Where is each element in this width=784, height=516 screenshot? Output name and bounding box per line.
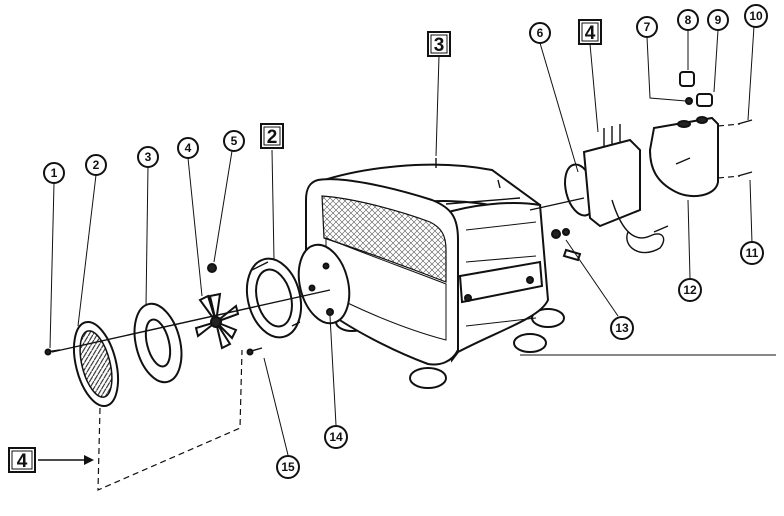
part-13-sleeve: [562, 248, 582, 262]
main-housing: [305, 158, 565, 389]
housing-top-stud: [497, 179, 501, 189]
housing-rib: [465, 255, 537, 263]
callout-10: 10: [744, 4, 768, 28]
assembly-2-fan-housing: [245, 257, 303, 339]
callout-14: 14: [324, 425, 348, 449]
callout-13-label: 13: [615, 321, 629, 335]
callout-2: 2: [85, 154, 107, 176]
power-cord: [611, 199, 665, 254]
housing-foot: [513, 333, 547, 353]
callout-7: 7: [636, 16, 658, 38]
screw-guide-line: [717, 123, 741, 179]
housing-rail: [445, 197, 521, 205]
assembly-4-control-unit: [582, 124, 669, 254]
callout-1-label: 1: [51, 166, 58, 180]
housing-foot: [409, 367, 447, 389]
callout-6-label: 6: [537, 26, 544, 40]
bracket-screw: [464, 294, 472, 302]
callout-11-label: 11: [746, 246, 759, 260]
assembly-box-2: 2: [260, 123, 284, 149]
callout-6: 6: [529, 22, 551, 44]
bracket-screw: [526, 276, 534, 284]
callout-9: 9: [707, 9, 729, 31]
assembly-4-dashed-boundary: [97, 349, 243, 491]
leader-2: [271, 149, 275, 261]
callout-15-label: 15: [281, 460, 295, 474]
callout-3: 3: [137, 146, 159, 168]
part-13-bushing: [562, 228, 570, 236]
callout-5: 5: [223, 130, 245, 152]
callout-4-label: 4: [185, 141, 192, 155]
assembly-box-3: 3: [427, 31, 451, 57]
callout-7-label: 7: [644, 20, 651, 34]
callout-14-label: 14: [329, 430, 343, 444]
shaft-axis-line: [51, 289, 331, 353]
housing-rib: [465, 317, 537, 327]
part-3-gasket-ring: [133, 302, 183, 384]
callout-2-label: 2: [93, 158, 100, 172]
assembly-box-4-left-label: 4: [17, 451, 28, 472]
callout-11: 11: [740, 241, 764, 265]
part-12-end-cover: [648, 116, 719, 198]
assembly-box-2-label: 2: [267, 127, 278, 148]
part-4-fan-blade: [194, 292, 240, 350]
part-8-cap: [679, 71, 695, 87]
callout-8-label: 8: [685, 13, 692, 27]
callout-12-label: 12: [683, 283, 697, 297]
part-7-washer: [685, 97, 693, 105]
callout-13: 13: [610, 316, 634, 340]
part-13-bushing: [551, 229, 561, 239]
callout-3-label: 3: [145, 150, 152, 164]
part-11-screw: [737, 171, 753, 177]
callout-10-label: 10: [749, 9, 763, 23]
assembly-box-3-label: 3: [434, 35, 445, 56]
part-2-grille-cover: [72, 320, 120, 408]
part-5-nut: [207, 263, 217, 273]
assembly-box-4-right-label: 4: [585, 23, 596, 44]
part-9-cap: [696, 93, 713, 107]
assembly-box-4-left: 4: [8, 447, 36, 473]
part-15-screw-head: [246, 348, 254, 356]
assembly-box-4-right: 4: [578, 19, 602, 45]
part-10-screw: [737, 119, 753, 125]
part-1-screw-head: [44, 348, 52, 356]
callout-12: 12: [678, 278, 702, 302]
leader-3: [435, 55, 440, 157]
callout-9-label: 9: [715, 13, 722, 27]
callout-4: 4: [177, 137, 199, 159]
callout-8: 8: [677, 9, 699, 31]
shaft-axis-line: [529, 197, 585, 211]
housing-mesh-window: [321, 195, 447, 283]
part-14-end-plate: [297, 243, 351, 325]
leader-4-right: [589, 43, 599, 133]
housing-rib: [465, 221, 537, 231]
callout-15: 15: [276, 455, 300, 479]
housing-side-bracket: [458, 260, 544, 304]
callout-5-label: 5: [231, 134, 238, 148]
callout-1: 1: [43, 162, 65, 184]
cord-plug: [653, 225, 669, 233]
leader-lines: [38, 25, 755, 465]
